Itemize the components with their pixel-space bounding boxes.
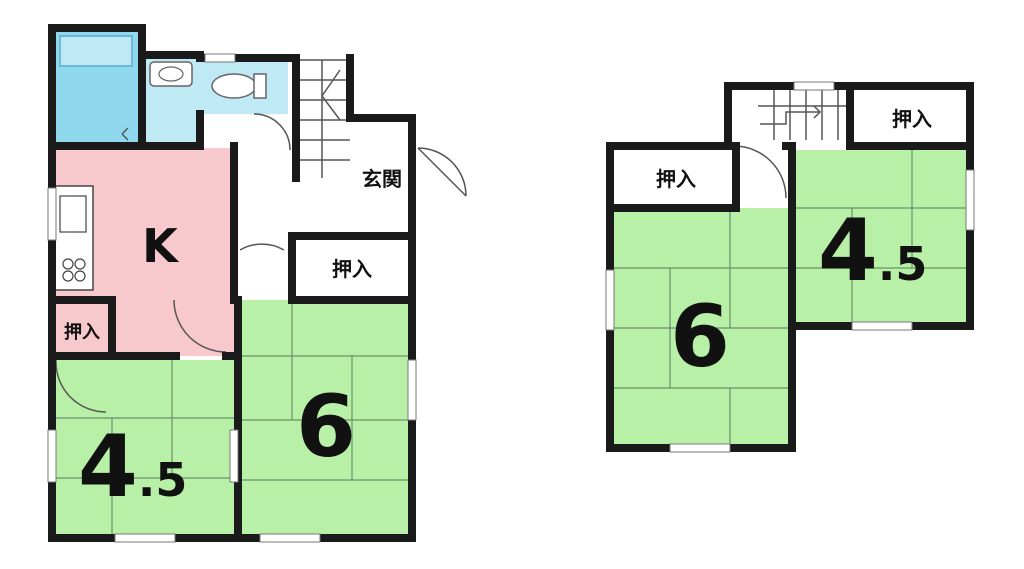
floor-1: K 玄関 押入 押入 6 4.5 [47, 24, 467, 543]
bathtub-icon [59, 35, 133, 67]
oshiire-label-f1-left: 押入 [64, 321, 100, 343]
oshiire-label-f1-right: 押入 [332, 257, 372, 281]
sink-icon [59, 195, 87, 233]
toilet-icon [211, 73, 257, 99]
room-size-6-f2: 6 [670, 287, 730, 387]
stove-burner-icon [62, 258, 74, 270]
room-size-6-f1: 6 [296, 377, 356, 477]
room-tatami-4-5-f2 [792, 150, 972, 326]
kitchen-counter [54, 185, 94, 291]
washbasin-icon [149, 61, 193, 87]
room-size-4-5-f2-big: 4 [818, 201, 878, 301]
stove-burner-icon [74, 258, 86, 270]
kitchen-label: K [142, 219, 180, 273]
oshiire-label-f2-left: 押入 [656, 167, 696, 191]
stairs-f2 [758, 90, 850, 140]
room-size-4-5-f1: 4.5 [78, 417, 187, 517]
floor-2: 押入 押入 6 4.5 [605, 81, 975, 453]
room-tatami-4-5-f1 [52, 360, 234, 538]
room-size-4-5-f1-big: 4 [78, 417, 138, 517]
room-size-4-5-f2: 4.5 [818, 201, 927, 301]
oshiire-label-f2-right: 押入 [892, 107, 932, 131]
room-tatami-6-f1 [238, 300, 412, 538]
genkan-label: 玄関 [362, 167, 402, 191]
room-size-4-5-f1-small: .5 [138, 453, 187, 507]
room-size-4-5-f2-small: .5 [878, 237, 927, 291]
stairs-f1 [296, 59, 350, 178]
stove-burner-icon [62, 270, 74, 282]
stove-burner-icon [74, 270, 86, 282]
